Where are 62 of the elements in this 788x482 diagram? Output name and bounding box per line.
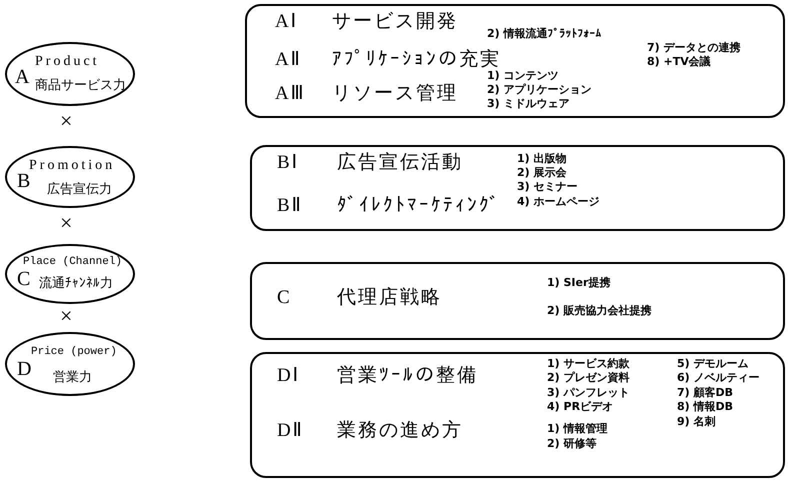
list-item: 1) サービス約款 bbox=[547, 358, 630, 370]
section-code: DⅡ bbox=[277, 421, 304, 442]
word: 営業力 bbox=[53, 370, 92, 384]
heading: ｱﾌﾟﾘｹｰｼｮﾝの充実 bbox=[332, 50, 501, 70]
heading: リソース管理 bbox=[332, 84, 458, 105]
list-item: 7) 顧客DB bbox=[677, 387, 734, 400]
ellipse bbox=[5, 146, 135, 208]
list-item: 5) デモルーム bbox=[677, 358, 749, 370]
section-code: AⅡ bbox=[275, 50, 302, 71]
list-item: 3) セミナー bbox=[517, 181, 578, 194]
letter: D bbox=[17, 358, 32, 380]
letter: C bbox=[17, 268, 30, 290]
heading: 代理店戦略 bbox=[337, 288, 442, 309]
list-item: 2) プレゼン資料 bbox=[547, 372, 630, 384]
word: Promotion bbox=[29, 158, 116, 174]
heading: 業務の進め方 bbox=[337, 421, 463, 442]
list-item: 1) コンテンツ bbox=[487, 70, 559, 82]
list-item: 4) ホームページ bbox=[517, 196, 600, 208]
ellipse bbox=[5, 244, 135, 304]
section-code: BⅡ bbox=[277, 196, 303, 217]
heading: サービス開発 bbox=[332, 12, 458, 33]
rounded-box bbox=[250, 352, 785, 478]
letter: B bbox=[17, 170, 30, 192]
section-code: BⅠ bbox=[277, 153, 300, 174]
word: Product bbox=[35, 54, 100, 70]
section-code: AⅢ bbox=[275, 84, 306, 105]
heading: 営業ﾂｰﾙの整備 bbox=[337, 366, 478, 387]
word: 商品サービス力 bbox=[35, 78, 126, 92]
list-item: 1) 情報管理 bbox=[547, 423, 608, 436]
multiply-sign: × bbox=[60, 305, 72, 327]
list-item: 8) 情報DB bbox=[677, 401, 734, 414]
list-item: 6) ノベルティー bbox=[677, 372, 760, 384]
list-item: 2) 展示会 bbox=[517, 167, 567, 180]
rounded-box bbox=[250, 262, 785, 340]
section-code: DⅠ bbox=[277, 366, 301, 387]
heading: ﾀﾞｲﾚｸﾄﾏｰｹﾃｨﾝｸﾞ bbox=[337, 196, 501, 217]
ellipse bbox=[5, 42, 135, 106]
list-item: 2) 情報流通ﾌﾟﾗｯﾄﾌｫｰﾑ bbox=[487, 28, 602, 40]
heading: 広告宣伝活動 bbox=[337, 153, 463, 174]
list-item: 1) 出版物 bbox=[517, 153, 567, 166]
list-item: 9) 名刺 bbox=[677, 416, 716, 428]
section-code: C bbox=[277, 288, 292, 309]
multiply-sign: × bbox=[60, 212, 72, 234]
rounded-box bbox=[250, 145, 785, 231]
list-item: 7) データとの連携 bbox=[647, 42, 741, 54]
multiply-sign: × bbox=[60, 110, 72, 132]
rounded-box bbox=[245, 4, 785, 118]
word: Place (Channel) bbox=[23, 256, 122, 268]
ellipse bbox=[5, 332, 135, 396]
list-item: 3) パンフレット bbox=[547, 387, 630, 400]
letter: A bbox=[15, 66, 30, 88]
list-item: 2) 販売協力会社提携 bbox=[547, 305, 652, 318]
word: 流通ﾁｬﾝﾈﾙ力 bbox=[39, 276, 113, 290]
list-item: 1) SIer提携 bbox=[547, 277, 610, 290]
word: 広告宣伝力 bbox=[47, 182, 112, 196]
word: Price (power) bbox=[31, 346, 117, 358]
list-item: 4) PRビデオ bbox=[547, 401, 614, 414]
section-code: AⅠ bbox=[275, 12, 299, 33]
list-item: 8) +TV会議 bbox=[647, 56, 711, 68]
list-item: 3) ミドルウェア bbox=[487, 98, 570, 110]
list-item: 2) アプリケーション bbox=[487, 84, 592, 96]
list-item: 2) 研修等 bbox=[547, 438, 597, 450]
